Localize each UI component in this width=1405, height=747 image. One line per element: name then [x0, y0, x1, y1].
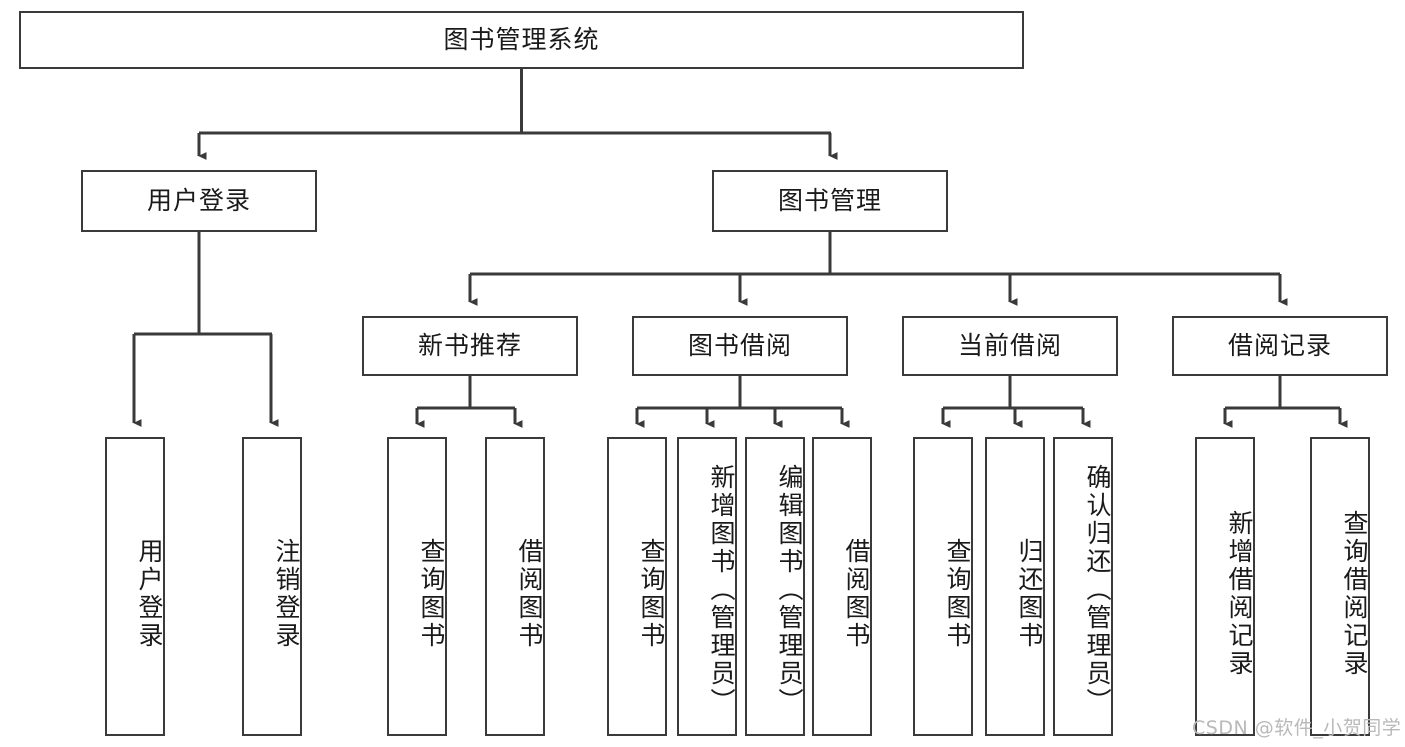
node-borrow-record-label: 借阅记录 [1227, 331, 1332, 360]
node-leaf-user-login[interactable]: 用户登录 [105, 437, 165, 736]
node-leaf-return-book[interactable]: 归还图书 [985, 437, 1045, 736]
node-leaf-borrow-book-1[interactable]: 借阅图书 [485, 437, 545, 736]
node-leaf-borrow-book-2[interactable]: 借阅图书 [812, 437, 872, 736]
node-leaf-add-record-label: 新增借阅记录 [1225, 509, 1254, 678]
node-leaf-logout[interactable]: 注销登录 [242, 437, 302, 736]
node-current-borrow[interactable]: 当前借阅 [902, 316, 1118, 376]
node-leaf-confirm-return-label: 确认归还（管理员） [1083, 463, 1112, 716]
node-user-login-label: 用户登录 [146, 186, 251, 215]
node-leaf-borrow-book-1-label: 借阅图书 [515, 537, 544, 650]
node-new-book-rec-label: 新书推荐 [417, 331, 522, 360]
node-leaf-add-book-label: 新增图书（管理员） [707, 463, 736, 716]
node-leaf-query-book-1[interactable]: 查询图书 [387, 437, 447, 736]
node-borrow-record[interactable]: 借阅记录 [1172, 316, 1388, 376]
node-book-borrow[interactable]: 图书借阅 [632, 316, 848, 376]
node-leaf-edit-book-label: 编辑图书（管理员） [775, 463, 804, 716]
node-new-book-rec[interactable]: 新书推荐 [362, 316, 578, 376]
node-leaf-query-book-1-label: 查询图书 [417, 537, 446, 650]
node-book-borrow-label: 图书借阅 [687, 331, 792, 360]
node-leaf-confirm-return[interactable]: 确认归还（管理员） [1053, 437, 1113, 736]
node-leaf-add-book[interactable]: 新增图书（管理员） [677, 437, 737, 736]
node-book-manage-label: 图书管理 [777, 186, 882, 215]
node-leaf-return-book-label: 归还图书 [1015, 537, 1044, 650]
node-leaf-query-book-2-label: 查询图书 [637, 537, 666, 650]
node-leaf-edit-book[interactable]: 编辑图书（管理员） [745, 437, 805, 736]
node-leaf-query-book-3-label: 查询图书 [943, 537, 972, 650]
node-leaf-borrow-book-2-label: 借阅图书 [842, 537, 871, 650]
node-leaf-query-record[interactable]: 查询借阅记录 [1310, 437, 1370, 736]
node-leaf-query-record-label: 查询借阅记录 [1340, 509, 1369, 678]
node-leaf-logout-label: 注销登录 [272, 537, 301, 650]
node-current-borrow-label: 当前借阅 [957, 331, 1062, 360]
node-root-label: 图书管理系统 [443, 25, 600, 54]
node-leaf-user-login-label: 用户登录 [135, 537, 164, 650]
node-leaf-query-book-2[interactable]: 查询图书 [607, 437, 667, 736]
node-root[interactable]: 图书管理系统 [19, 11, 1024, 69]
node-user-login[interactable]: 用户登录 [81, 170, 317, 232]
node-book-manage[interactable]: 图书管理 [712, 170, 948, 232]
node-leaf-add-record[interactable]: 新增借阅记录 [1195, 437, 1255, 736]
node-leaf-query-book-3[interactable]: 查询图书 [913, 437, 973, 736]
